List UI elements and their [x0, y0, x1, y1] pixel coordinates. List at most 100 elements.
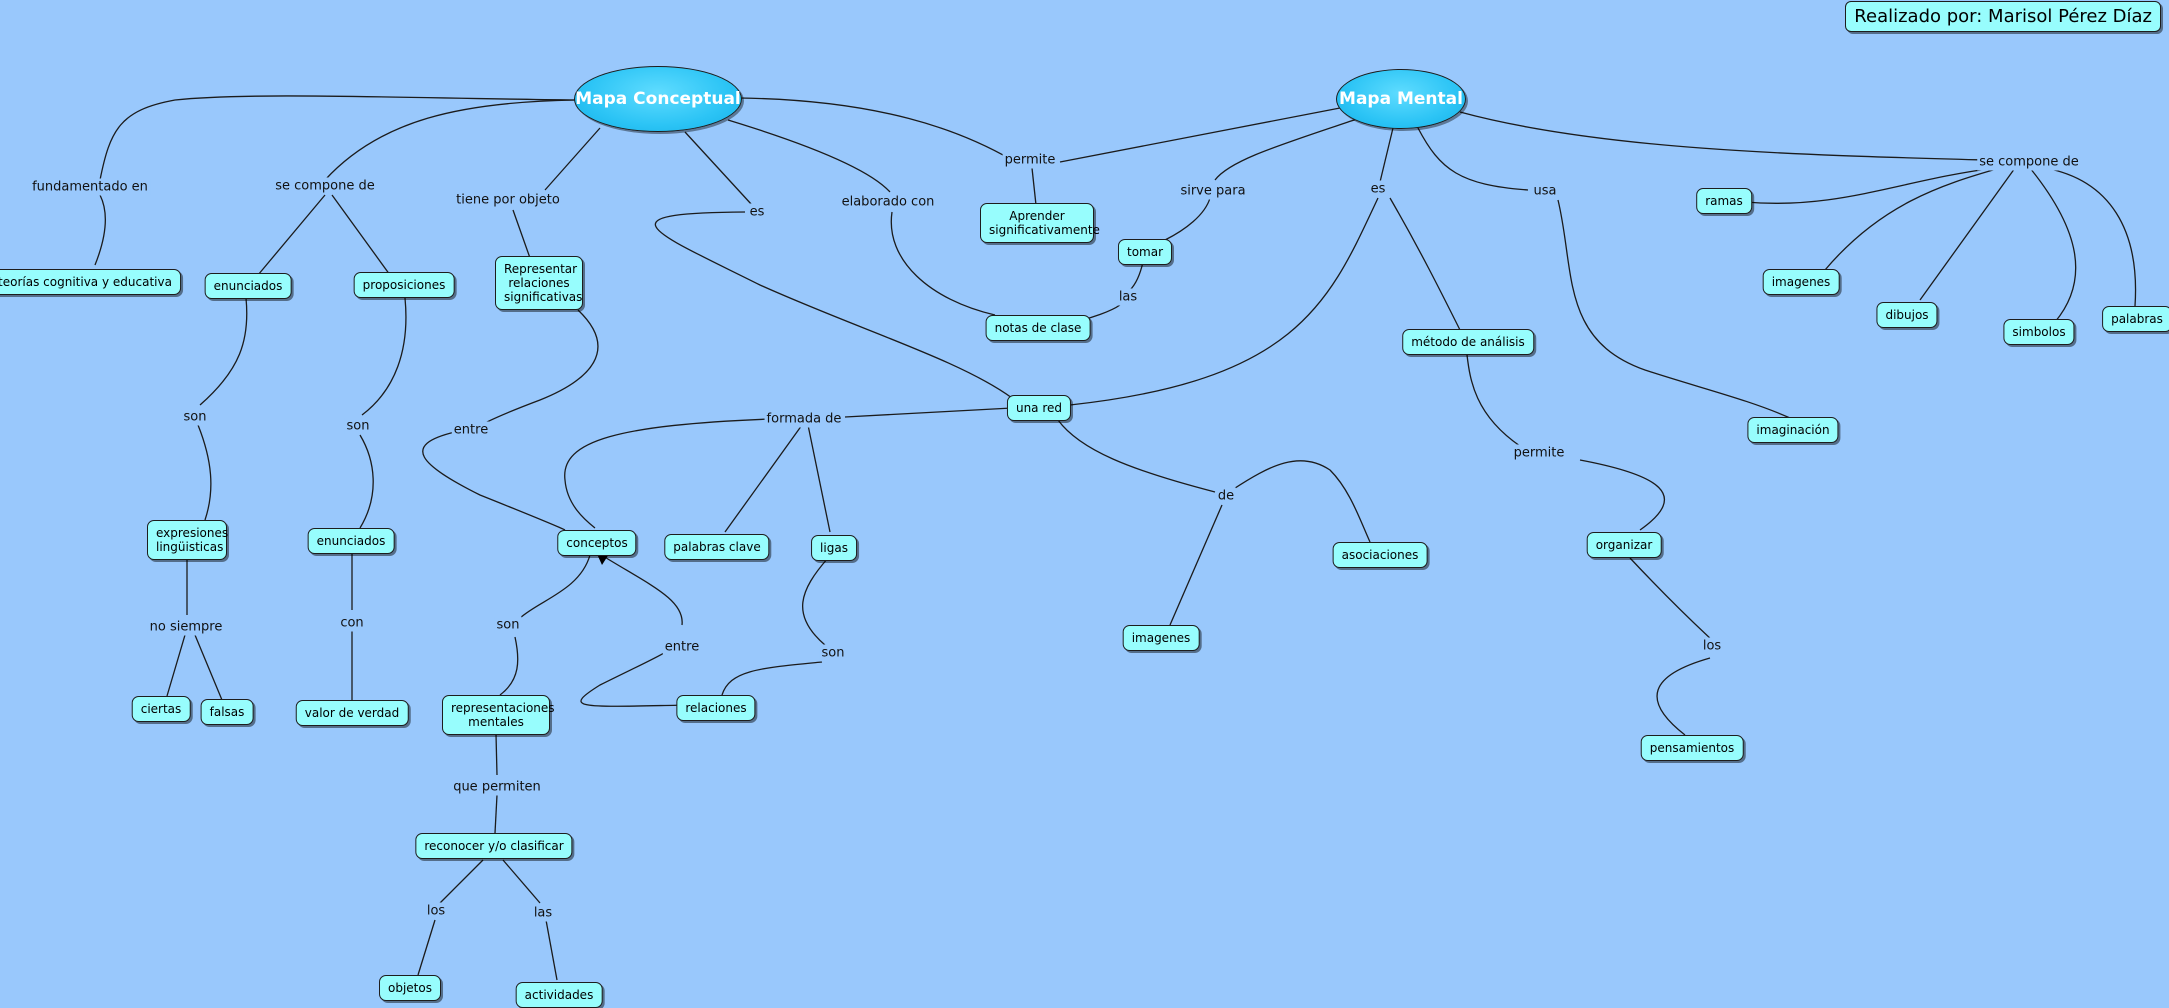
concept-conceptos[interactable]: conceptos	[557, 530, 637, 556]
link-compone2-simbolos	[2029, 167, 2077, 323]
root-mapa-mental[interactable]: Mapa Mental	[1336, 69, 1466, 129]
concept-valor-verdad[interactable]: valor de verdad	[295, 700, 409, 726]
concept-proposiciones[interactable]: proposiciones	[353, 272, 455, 298]
link-permite-organizar	[1579, 459, 1665, 531]
arrowhead-icon	[597, 554, 609, 565]
concept-falsas[interactable]: falsas	[200, 699, 254, 725]
link-es1-unared	[654, 211, 1013, 399]
concept-imagenes-1[interactable]: imagenes	[1762, 269, 1840, 295]
link-enunciados-son1	[199, 297, 248, 406]
root-mapa-conceptual[interactable]: Mapa Conceptual	[574, 66, 742, 132]
concept-una-red[interactable]: una red	[1006, 395, 1072, 421]
link-es2-unared	[1069, 197, 1379, 406]
concept-expresiones[interactable]: expresiones lingüisticas	[147, 520, 228, 560]
link-label-entre-2: entre	[662, 638, 702, 656]
root-label: Mapa Conceptual	[575, 89, 741, 109]
concept-organizar[interactable]: organizar	[1586, 532, 1662, 558]
concept-representar[interactable]: Representar relaciones significativas	[495, 256, 583, 310]
link-mm-sirve	[1214, 117, 1361, 181]
concept-pensamientos[interactable]: pensamientos	[1640, 735, 1744, 761]
link-label-entre-1: entre	[451, 421, 491, 439]
link-entre1-conceptos	[422, 431, 566, 531]
link-son4-relaciones	[721, 661, 823, 696]
link-compone-proposiciones	[331, 194, 391, 276]
link-label-elaborado: elaborado con	[839, 193, 937, 211]
link-ligas-son4	[801, 557, 829, 646]
link-representaciones-quepermiten	[495, 733, 498, 776]
link-mm-es2	[1379, 127, 1394, 183]
link-compone2-ramas	[1744, 167, 1996, 204]
link-usa-imaginacion	[1557, 199, 1791, 419]
concept-palabras[interactable]: palabras	[2102, 306, 2169, 332]
link-compone2-palabras	[2044, 167, 2137, 307]
link-son2-enunciados2	[359, 434, 374, 529]
link-sirve-tomar	[1164, 197, 1211, 241]
link-conceptos-son3	[519, 554, 591, 619]
link-label-formada: formada de	[764, 410, 844, 428]
link-label-son-3: son	[494, 616, 522, 634]
link-label-tiene-objeto: tiene por objeto	[454, 191, 562, 209]
concept-objetos[interactable]: objetos	[379, 975, 441, 1001]
concept-enunciados-2[interactable]: enunciados	[307, 528, 395, 554]
link-formada-palabras	[724, 424, 803, 533]
concept-dibujos[interactable]: dibujos	[1876, 302, 1938, 328]
concept-ramas[interactable]: ramas	[1696, 188, 1752, 214]
concept-teorias[interactable]: teorías cognitiva y educativa	[0, 269, 181, 295]
concept-notas[interactable]: notas de clase	[985, 315, 1091, 341]
link-es2-metodo	[1389, 197, 1461, 331]
link-mc-elaborado	[727, 119, 891, 193]
concept-relaciones[interactable]: relaciones	[676, 695, 756, 721]
concept-ciertas[interactable]: ciertas	[131, 696, 191, 722]
link-label-fundamentado: fundamentado en	[30, 178, 150, 196]
link-formada-ligas	[807, 424, 831, 533]
link-unared-formada	[844, 407, 1013, 418]
link-las2-actividades	[545, 919, 558, 981]
link-los2-objetos	[417, 919, 436, 976]
link-son1-expresiones	[197, 424, 212, 521]
concept-palabras-clave[interactable]: palabras clave	[664, 534, 770, 560]
link-compone-enunciados	[257, 194, 326, 276]
concept-metodo[interactable]: método de análisis	[1402, 329, 1534, 355]
link-de-asociaciones	[1231, 460, 1371, 543]
link-mm-compone2	[1459, 111, 1986, 161]
link-label-con: con	[338, 614, 366, 632]
link-label-de: de	[1215, 487, 1237, 505]
concept-representaciones[interactable]: representaciones mentales	[442, 695, 555, 735]
concept-reconocer[interactable]: reconocer y/o clasificar	[415, 833, 573, 859]
concept-enunciados[interactable]: enunciados	[204, 273, 292, 299]
concept-tomar[interactable]: tomar	[1117, 239, 1173, 265]
author-credit: Realizado por: Marisol Pérez Díaz	[1845, 1, 2161, 32]
link-mm-usa	[1417, 127, 1529, 191]
concept-aprender[interactable]: Aprender significativamente	[980, 203, 1100, 243]
link-reconocer-los2	[439, 859, 484, 904]
concept-imaginacion[interactable]: imaginación	[1747, 417, 1839, 443]
link-label-los-2: los	[424, 902, 448, 920]
link-mc-es1	[684, 131, 753, 206]
concept-ligas[interactable]: ligas	[811, 535, 857, 561]
link-label-que-permiten: que permiten	[451, 778, 543, 796]
link-unared-de	[1057, 419, 1216, 493]
link-organizar-los1	[1629, 557, 1713, 641]
link-tomar-las	[1129, 261, 1144, 291]
link-mc-permite	[739, 97, 1013, 161]
link-label-son-4: son	[819, 644, 847, 662]
link-permite-aprender	[1031, 167, 1037, 206]
link-mc-tiene	[544, 127, 601, 191]
link-label-usa: usa	[1531, 182, 1559, 200]
concept-asociaciones[interactable]: asociaciones	[1332, 542, 1428, 568]
root-label: Mapa Mental	[1339, 89, 1463, 109]
link-label-las-2: las	[531, 904, 555, 922]
link-label-es-2: es	[1368, 180, 1388, 198]
link-entre2-conceptos	[602, 555, 683, 626]
concept-imagenes-2[interactable]: imagenes	[1122, 625, 1200, 651]
concept-simbolos[interactable]: simbolos	[2003, 319, 2075, 345]
link-label-son-1: son	[181, 408, 209, 426]
link-label-compone-1: se compone de	[273, 177, 377, 195]
link-formada-conceptos	[564, 418, 771, 529]
link-tiene-representar	[512, 209, 531, 259]
concept-actividades[interactable]: actividades	[515, 982, 603, 1008]
link-label-los-1: los	[1700, 637, 1724, 655]
link-label-permite-2: permite	[1511, 444, 1567, 462]
